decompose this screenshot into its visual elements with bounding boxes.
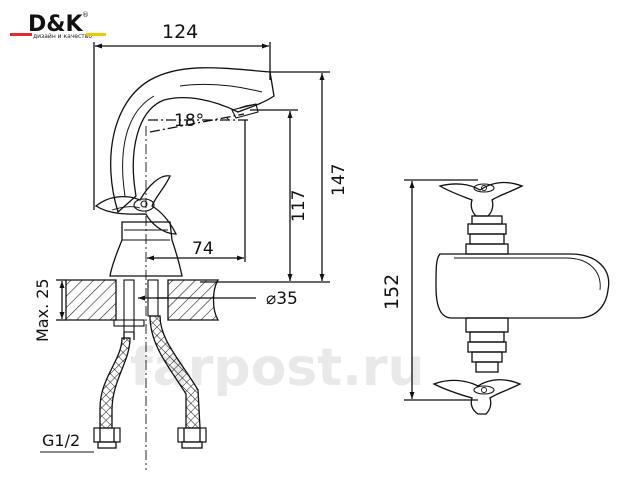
- brand-logo: D&K ® дизайн и качество: [10, 11, 106, 40]
- dim-152: [404, 179, 478, 401]
- brand-tagline: дизайн и качество: [33, 33, 92, 40]
- brand-registered-mark: ®: [82, 11, 89, 19]
- fitting-left: [93, 427, 121, 449]
- dim-angle: [148, 113, 248, 133]
- side-spout-body: [435, 253, 610, 319]
- side-bottom-cartridge: [465, 317, 509, 373]
- faucet-body: [109, 221, 183, 277]
- dim-label-74: 74: [192, 239, 214, 259]
- side-bottom-handle: [432, 379, 522, 415]
- cross-handle: [94, 175, 178, 235]
- dim-label-152: 152: [381, 274, 403, 310]
- dim-label-max-25: Max. 25: [33, 278, 52, 342]
- fitting-right: [177, 427, 207, 449]
- dim-label-angle: 18°: [174, 111, 204, 131]
- faucet-spout: [110, 67, 275, 214]
- dim-label-diameter: ⌀35: [266, 289, 298, 309]
- dim-label-124: 124: [162, 21, 198, 43]
- dim-label-117: 117: [289, 190, 309, 222]
- side-top-handle: [438, 181, 524, 217]
- brand-name: D&K: [28, 12, 83, 37]
- flex-hose-left: [99, 337, 131, 429]
- dim-147: [270, 71, 330, 283]
- countertop-section: [56, 279, 220, 321]
- dim-117: [200, 109, 298, 283]
- side-view: [404, 179, 610, 415]
- dim-label-thread: G1/2: [42, 431, 80, 450]
- dim-74: [147, 120, 246, 262]
- side-top-cartridge: [465, 215, 509, 255]
- brand-yellow-bar: [86, 33, 106, 36]
- dim-label-147: 147: [329, 164, 349, 196]
- front-view: [40, 42, 330, 470]
- brand-red-bar: [10, 33, 32, 36]
